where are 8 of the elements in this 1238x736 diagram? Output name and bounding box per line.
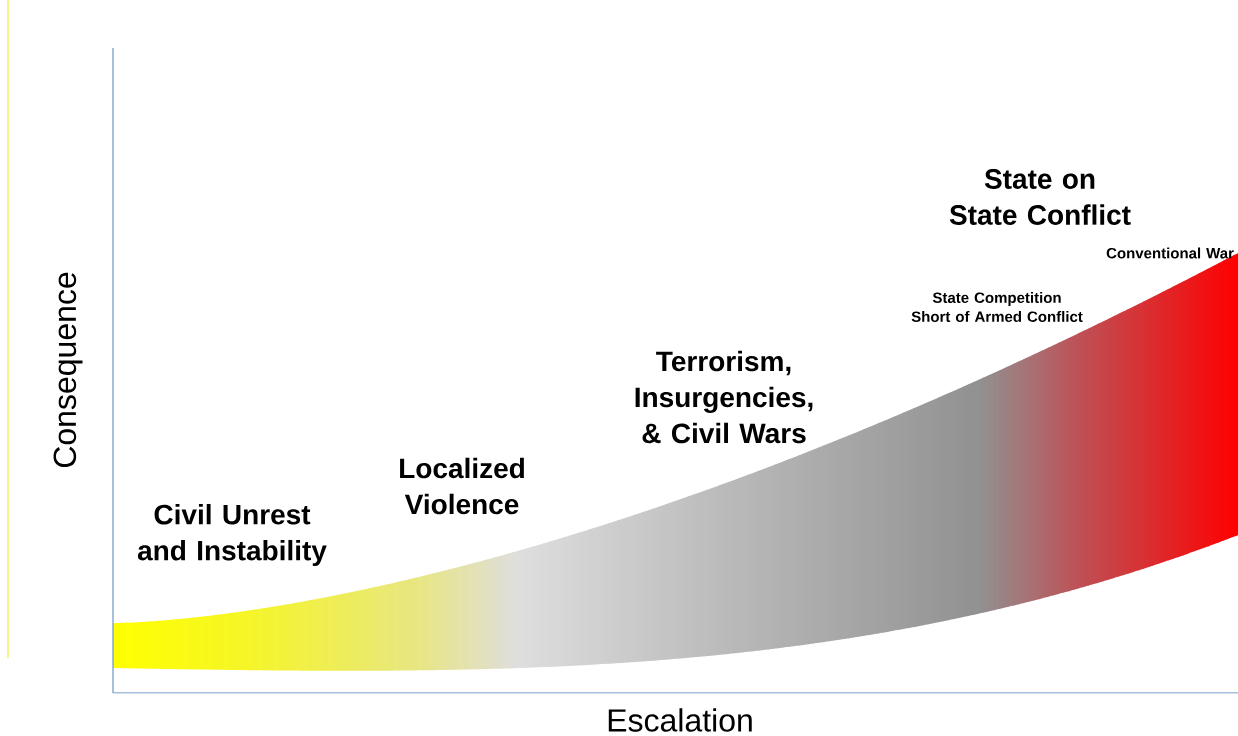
axis-title: Escalation bbox=[608, 708, 752, 732]
category-label: Terrorism, Insurgencies, & Civil Wars bbox=[635, 350, 813, 444]
category-label: Conventional War bbox=[1106, 247, 1234, 259]
category-label: Localized Violence bbox=[400, 457, 524, 515]
axis-title: Consequence bbox=[53, 272, 83, 468]
category-label: State on State Conflict bbox=[949, 169, 1131, 225]
category-label: Civil Unrest and Instability bbox=[137, 503, 327, 567]
category-label: State Competition Short of Armed Conflict bbox=[911, 292, 1083, 322]
